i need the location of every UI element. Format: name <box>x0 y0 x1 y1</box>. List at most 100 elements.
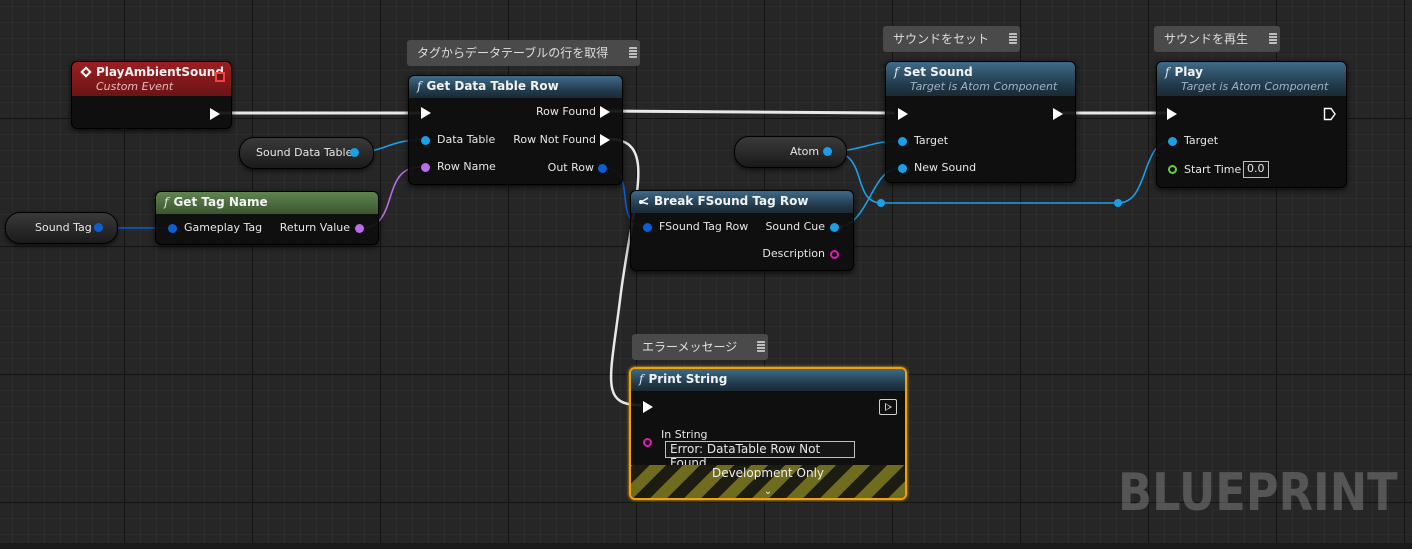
delegate-pin-icon[interactable] <box>215 72 225 82</box>
blueprint-watermark: BLUEPRINT <box>1118 463 1398 523</box>
node-break-fsound-tag-row[interactable]: Break FSound Tag Row FSound Tag Row Soun… <box>630 190 854 271</box>
node-title: Get Tag Name <box>173 195 268 209</box>
target-label: Target <box>1184 134 1219 147</box>
comment-get-row-text: タグからデータテーブルの行を取得 <box>417 46 609 60</box>
node-header: f Set Sound Target is Atom Component <box>886 62 1075 96</box>
reroute-knot-1 <box>877 199 885 207</box>
exec-out-pin[interactable] <box>210 108 220 120</box>
node-subtitle: Custom Event <box>96 80 174 93</box>
target-pin[interactable] <box>898 137 907 146</box>
sound-cue-label: Sound Cue <box>765 220 825 233</box>
var-out-pin[interactable] <box>94 223 103 232</box>
node-title: Print String <box>648 372 728 386</box>
row-not-found-exec-pin[interactable] <box>600 134 610 146</box>
target-label: Target <box>914 134 949 147</box>
target-pin[interactable] <box>1168 137 1177 146</box>
var-atom[interactable]: Atom <box>734 136 847 168</box>
fsound-tag-row-pin[interactable] <box>643 223 652 232</box>
node-set-sound[interactable]: f Set Sound Target is Atom Component Targ… <box>885 61 1076 183</box>
new-sound-label: New Sound <box>914 161 977 174</box>
data-table-pin[interactable] <box>421 136 430 145</box>
row-found-label: Row Found <box>536 105 596 118</box>
out-row-pin[interactable] <box>598 164 607 173</box>
exec-out-hollow-pin[interactable] <box>1323 107 1336 121</box>
node-title: Break FSound Tag Row <box>654 194 809 208</box>
out-row-label: Out Row <box>547 161 594 174</box>
row-name-pin[interactable] <box>421 163 430 172</box>
development-only-bar: Development Only ⌄ <box>631 465 905 498</box>
node-header: Break FSound Tag Row <box>631 191 853 213</box>
sound-cue-pin[interactable] <box>830 223 839 232</box>
node-subtitle: Target is Atom Component <box>1181 80 1329 93</box>
in-string-label: In String <box>661 428 708 441</box>
new-sound-pin[interactable] <box>898 164 907 173</box>
row-found-exec-pin[interactable] <box>600 106 610 118</box>
gameplay-tag-label: Gameplay Tag <box>184 221 263 234</box>
exec-in-pin[interactable] <box>898 108 908 120</box>
node-title: PlayAmbientSound <box>96 65 224 79</box>
exec-in-pin[interactable] <box>643 401 653 413</box>
node-play[interactable]: f Play Target is Atom Component Target St… <box>1156 61 1347 188</box>
var-label: Atom <box>790 145 820 158</box>
return-value-label: Return Value <box>279 221 350 234</box>
in-string-input[interactable]: Error: DataTable Row Not Found <box>665 441 855 470</box>
var-out-pin[interactable] <box>823 147 832 156</box>
var-sound-data-table[interactable]: Sound Data Table <box>239 137 374 169</box>
in-string-pin[interactable] <box>643 438 652 447</box>
bottom-edge-bar <box>0 543 1412 549</box>
row-name-label: Row Name <box>437 160 496 173</box>
node-header: f Get Tag Name <box>156 192 378 214</box>
return-value-pin[interactable] <box>355 224 364 233</box>
node-header: f Play Target is Atom Component <box>1157 62 1346 96</box>
var-label: Sound Data Table <box>256 146 353 159</box>
exec-in-pin[interactable] <box>1167 108 1177 120</box>
start-time-pin[interactable] <box>1168 165 1177 174</box>
node-title: Set Sound <box>903 65 973 79</box>
row-not-found-label: Row Not Found <box>513 133 596 146</box>
start-time-input[interactable]: 0.0 <box>1243 161 1269 178</box>
node-title: Get Data Table Row <box>426 79 559 93</box>
chevron-down-icon[interactable]: ⌄ <box>763 486 773 497</box>
function-icon: f <box>164 195 169 209</box>
data-table-label: Data Table <box>437 133 496 146</box>
function-icon: f <box>894 65 899 79</box>
node-title: Play <box>1174 65 1203 79</box>
fsound-tag-row-label: FSound Tag Row <box>659 220 749 233</box>
node-subtitle: Target is Atom Component <box>910 80 1058 93</box>
exec-wire-notfound-to-print <box>606 137 642 407</box>
comment-get-row[interactable]: タグからデータテーブルの行を取得 <box>407 40 640 66</box>
comment-error-msg[interactable]: エラーメッセージ <box>632 334 768 360</box>
exec-out-pin[interactable] <box>1053 108 1063 120</box>
node-header: f Print String <box>631 369 905 391</box>
comment-set-sound[interactable]: サウンドをセット <box>883 26 1020 52</box>
var-sound-tag[interactable]: Sound Tag <box>5 212 118 244</box>
start-time-label: Start Time <box>1184 163 1242 176</box>
comment-collapse-icon[interactable] <box>1269 33 1277 44</box>
exec-wire-found-to-setsound <box>606 109 895 115</box>
comment-collapse-icon[interactable] <box>757 341 765 352</box>
development-only-label: Development Only <box>711 466 825 480</box>
node-play-ambient-sound[interactable]: PlayAmbientSound Custom Event <box>71 61 232 129</box>
var-label: Sound Tag <box>35 221 92 234</box>
break-struct-icon <box>639 197 649 205</box>
node-print-string[interactable]: f Print String In String Error: DataTable… <box>629 367 907 500</box>
exec-out-pin[interactable] <box>879 399 897 415</box>
comment-collapse-icon[interactable] <box>629 47 637 58</box>
var-out-pin[interactable] <box>350 148 359 157</box>
wire-atom-play-target <box>828 140 1173 204</box>
gameplay-tag-pin[interactable] <box>168 224 177 233</box>
comment-set-sound-text: サウンドをセット <box>893 32 990 46</box>
node-header: PlayAmbientSound Custom Event <box>72 62 231 96</box>
reroute-knot-2 <box>1114 199 1122 207</box>
description-pin[interactable] <box>830 250 839 259</box>
exec-in-pin[interactable] <box>421 107 431 119</box>
comment-collapse-icon[interactable] <box>1009 33 1017 44</box>
node-get-tag-name[interactable]: f Get Tag Name Gameplay Tag Return Value <box>155 191 379 245</box>
comment-play-sound-text: サウンドを再生 <box>1164 32 1249 46</box>
function-icon: f <box>1165 65 1170 79</box>
comment-play-sound[interactable]: サウンドを再生 <box>1154 26 1280 52</box>
description-label: Description <box>762 247 825 260</box>
function-icon: f <box>639 372 644 386</box>
